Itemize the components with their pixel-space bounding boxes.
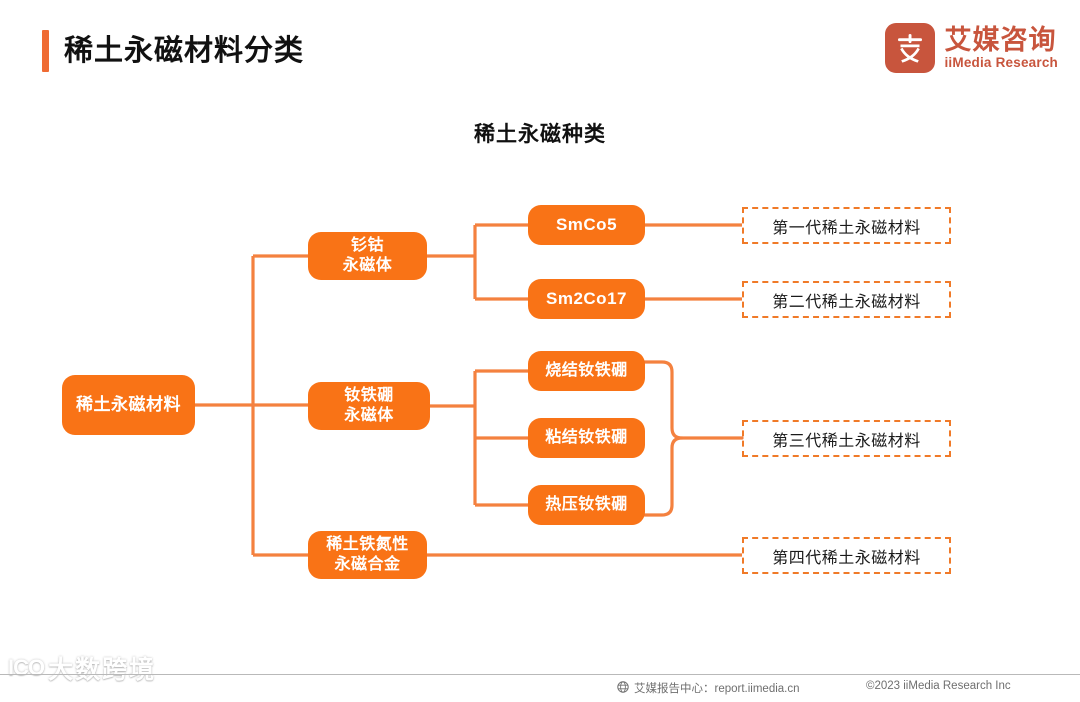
generation-box-2-label: 第二代稀土永磁材料 <box>772 293 921 311</box>
title-accent-bar <box>42 30 49 72</box>
watermark-logo: ICO <box>8 655 45 680</box>
watermark-text: 大数跨境 <box>48 656 157 684</box>
watermark: ICO 大数跨境 <box>8 650 156 686</box>
page-header: 稀土永磁材料分类 艾媒咨询 iiMedia Research <box>0 0 1080 96</box>
node-samarium-cobalt-line1: 钐钴 <box>350 237 384 255</box>
iimedia-logo-icon <box>885 23 936 73</box>
logo-name-en: iiMedia Research <box>944 55 1058 70</box>
generation-box-1[interactable]: 第一代稀土永磁材料 <box>742 207 951 244</box>
logo-text-block: 艾媒咨询 iiMedia Research <box>944 25 1058 71</box>
node-sm2co17-label: Sm2Co17 <box>546 289 627 309</box>
page-footer: 艾媒报告中心：report.iimedia.cn ©2023 iiMedia R… <box>0 676 1080 702</box>
node-sm2co17[interactable]: Sm2Co17 <box>528 279 645 319</box>
node-root[interactable]: 稀土永磁材料 <box>62 375 195 435</box>
node-bonded-ndfeb[interactable]: 粘结钕铁硼 <box>528 418 645 458</box>
node-hotpressed-ndfeb[interactable]: 热压钕铁硼 <box>528 485 645 525</box>
footer-report-center: 艾媒报告中心：report.iimedia.cn <box>617 680 800 696</box>
footer-copyright: ©2023 iiMedia Research Inc <box>866 680 1011 692</box>
generation-box-4-label: 第四代稀土永磁材料 <box>772 549 921 567</box>
footer-divider <box>0 674 1080 675</box>
node-smco5-label: SmCo5 <box>555 215 618 235</box>
node-ndfeb-line1: 钕铁硼 <box>344 387 394 405</box>
node-re-fe-n-alloy-line2: 永磁合金 <box>334 556 401 573</box>
node-samarium-cobalt[interactable]: 钐钴 永磁体 <box>308 232 427 280</box>
brand-logo: 艾媒咨询 iiMedia Research <box>885 22 1058 74</box>
node-re-fe-n-alloy[interactable]: 稀土铁氮性 永磁合金 <box>308 531 427 579</box>
node-smco5[interactable]: SmCo5 <box>528 205 645 245</box>
footer-report-center-label: 艾媒报告中心：report.iimedia.cn <box>634 683 800 695</box>
diagram-connectors <box>195 223 744 557</box>
generation-box-1-label: 第一代稀土永磁材料 <box>772 219 921 237</box>
node-hotpressed-ndfeb-label: 热压钕铁硼 <box>545 496 628 514</box>
logo-name-cn: 艾媒咨询 <box>944 25 1057 55</box>
page-title: 稀土永磁材料分类 <box>64 35 305 67</box>
node-ndfeb-line2: 永磁体 <box>344 407 394 424</box>
globe-icon <box>617 680 629 696</box>
node-root-label: 稀土永磁材料 <box>76 395 181 415</box>
node-sintered-ndfeb-label: 烧结钕铁硼 <box>545 362 628 380</box>
generation-box-3-label: 第三代稀土永磁材料 <box>772 432 921 450</box>
node-sintered-ndfeb[interactable]: 烧结钕铁硼 <box>528 351 645 391</box>
classification-diagram: 稀土永磁材料 钐钴 永磁体 钕铁硼 永磁体 稀土铁氮性 永磁合金 SmCo5 S… <box>62 205 951 579</box>
node-ndfeb[interactable]: 钕铁硼 永磁体 <box>308 382 430 430</box>
node-bonded-ndfeb-label: 粘结钕铁硼 <box>545 429 628 447</box>
node-samarium-cobalt-line2: 永磁体 <box>342 257 393 274</box>
generation-box-2[interactable]: 第二代稀土永磁材料 <box>742 281 951 318</box>
node-re-fe-n-alloy-line1: 稀土铁氮性 <box>326 536 409 554</box>
generation-box-4[interactable]: 第四代稀土永磁材料 <box>742 537 951 574</box>
chart-title: 稀土永磁种类 <box>474 123 606 146</box>
generation-box-3[interactable]: 第三代稀土永磁材料 <box>742 420 951 457</box>
